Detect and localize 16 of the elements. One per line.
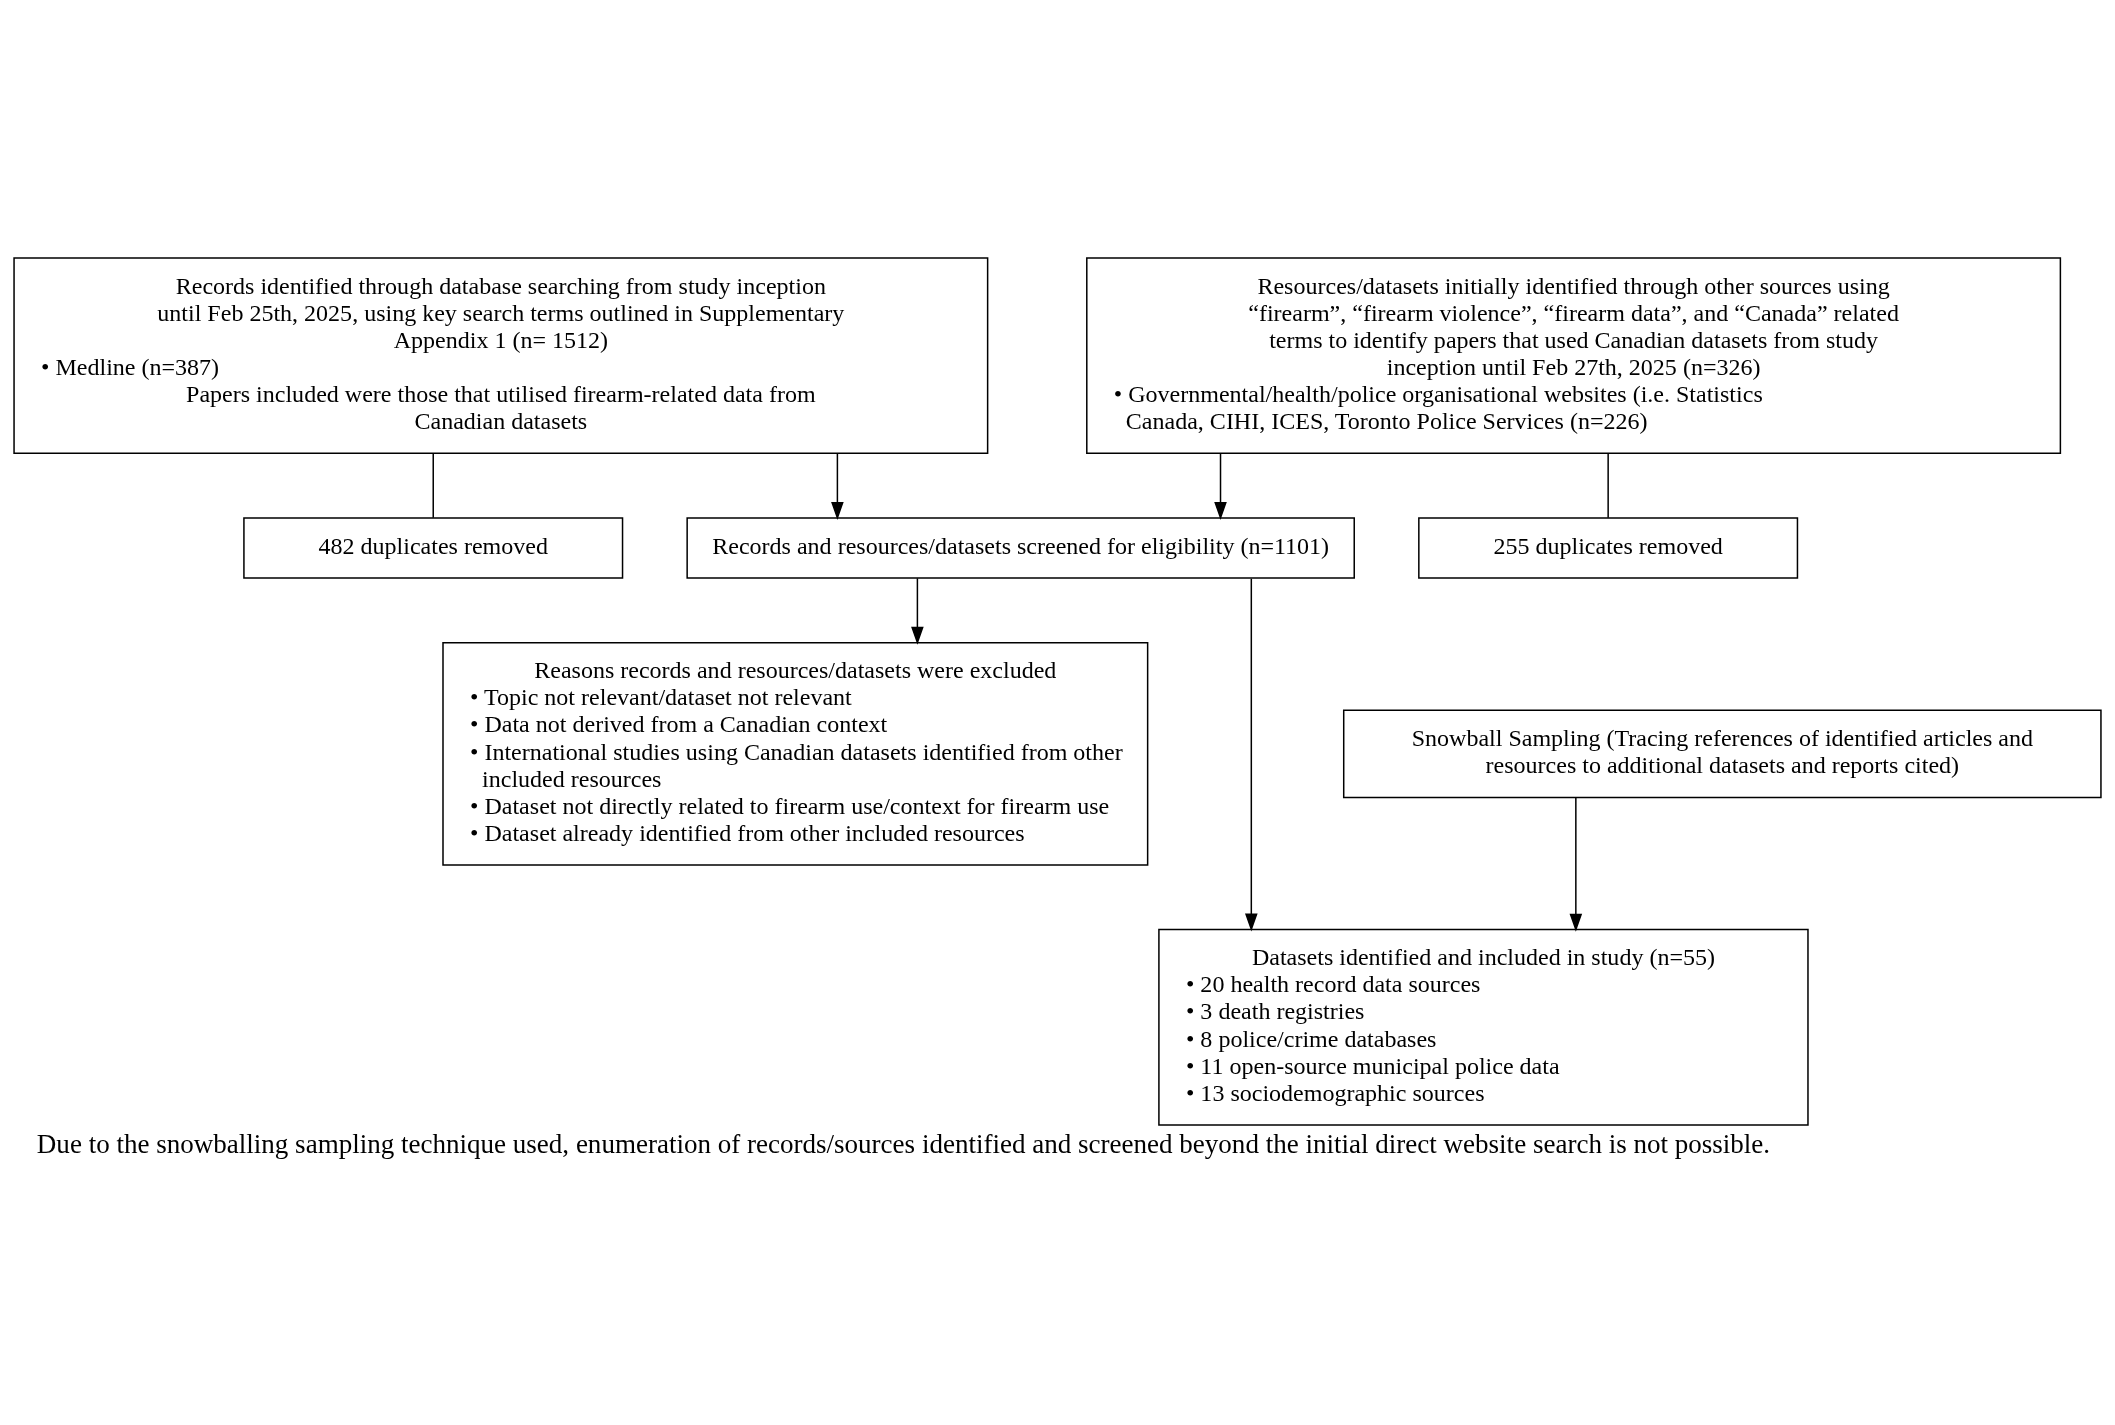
arrow xyxy=(831,452,844,520)
node-box: 255 duplicates removed xyxy=(1418,517,1799,579)
connector xyxy=(432,452,434,519)
node-box: Records identified through database searching from study inception until Feb 25th, 2025, using key search terms outlined in Supplementary Appendix 1 (n= 1512) • Medline (n=387) Papers included were those that utilised firearm-related data from Canadian datasets xyxy=(13,257,989,455)
arrow xyxy=(1569,797,1583,932)
node-box: Reasons records and resources/datasets were excluded • Topic not relevant/dataset not relevant • Data not derived from a Canadian context • International studies using Canadian datasets identified from other included resources • Dataset not directly related to firearm use/context for firearm use • Dataset already identified from other included resources xyxy=(442,641,1149,866)
node-box: Records and resources/datasets screened for eligibility (n=1101) xyxy=(686,517,1355,579)
connector xyxy=(1607,452,1609,519)
node-box: 482 duplicates removed xyxy=(243,517,624,579)
node-box: Datasets identified and included in study (n=55) • 20 health record data sources • 3 death registries • 8 police/crime databases • 11 open-source municipal police data • 13 sociodemographic sources xyxy=(1158,928,1809,1126)
node-box: Resources/datasets initially identified through other sources using “firearm”, “firearm violence”, “firearm data”, and “Canada” related terms to identify papers that used Canadian datasets from study inception until Feb 27th, 2025 (n=326) • Governmental/health/police organisational websites (i.e. Statistics Canada, CIHI, ICES, Toronto Police Services (n=226) xyxy=(1086,257,2062,455)
caption: Due to the snowballing sampling technique used, enumeration of records/sources identified and screened beyond the initial direct website search is not possible. xyxy=(36,1128,1771,1159)
arrow xyxy=(1245,577,1258,932)
arrow xyxy=(911,577,924,645)
node-box: Snowball Sampling (Tracing references of identified articles and resources to additional datasets and reports cited) xyxy=(1342,709,2102,799)
arrow xyxy=(1214,452,1227,520)
